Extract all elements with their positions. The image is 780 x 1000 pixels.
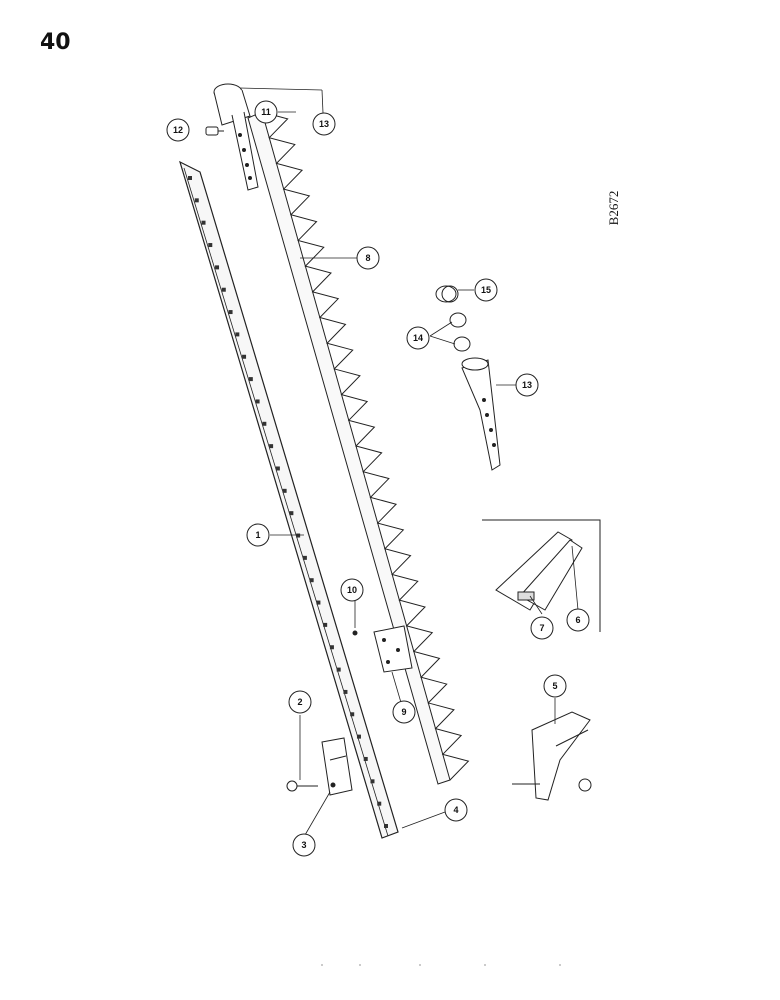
callout-5: 5	[543, 674, 567, 698]
bar-hole	[329, 645, 334, 650]
bar-hole	[194, 198, 199, 203]
bar-hole	[377, 801, 382, 806]
bar-hole	[201, 220, 206, 225]
knife-head-assembly	[213, 83, 259, 191]
svg-text:13: 13	[319, 119, 329, 129]
svg-text:8: 8	[365, 253, 370, 263]
bar-hole	[343, 689, 348, 694]
bar-hole	[255, 399, 260, 404]
callout-8: 8	[356, 246, 380, 270]
callout-7: 7	[530, 616, 554, 640]
svg-text:6: 6	[575, 615, 580, 625]
bar-hole	[282, 488, 287, 493]
bar-hole	[248, 377, 253, 382]
svg-text:2: 2	[297, 697, 302, 707]
page-specks	[321, 964, 561, 966]
svg-text:5: 5	[552, 681, 557, 691]
bar-hole	[370, 779, 375, 784]
bar-hole	[323, 622, 328, 627]
wear-plate	[373, 625, 413, 673]
bar-hole	[316, 600, 321, 605]
inset-frame	[482, 519, 601, 632]
cutter-bar	[179, 160, 399, 839]
bar-hole	[228, 310, 233, 315]
bar-hole	[356, 734, 361, 739]
callout-2: 2	[288, 690, 312, 714]
bar-hole	[262, 421, 267, 426]
svg-text:3: 3	[301, 840, 306, 850]
callout-11: 11	[254, 100, 278, 124]
callout-10: 10	[340, 578, 364, 602]
page-number: 40	[40, 30, 71, 55]
hold-down-clip	[321, 737, 353, 796]
callout-14: 14	[406, 326, 430, 350]
bar-hole	[208, 243, 213, 248]
svg-text:7: 7	[539, 623, 544, 633]
callout-15: 15	[474, 278, 498, 302]
callout-3: 3	[292, 833, 316, 857]
bar-hole	[309, 578, 314, 583]
bar-hole	[336, 667, 341, 672]
svg-text:11: 11	[261, 107, 271, 117]
callout-1: 1	[246, 523, 270, 547]
bar-hole	[363, 756, 368, 761]
bar-hole	[296, 533, 301, 538]
bar-hole	[302, 555, 307, 560]
pitman-parts	[435, 285, 501, 471]
svg-text:15: 15	[481, 285, 491, 295]
leader-lines	[239, 87, 579, 836]
svg-text:12: 12	[173, 125, 183, 135]
bar-hole	[289, 511, 294, 516]
svg-text:10: 10	[347, 585, 357, 595]
bar-hole	[188, 176, 192, 180]
bolt-12	[205, 126, 224, 136]
rivet-10	[352, 630, 358, 636]
callout-13-pitman: 13	[515, 373, 539, 397]
bar-hole	[384, 824, 388, 828]
guard-5	[512, 711, 592, 801]
callout-6: 6	[566, 608, 590, 632]
guard-assembly-inset	[495, 531, 583, 611]
bar-hole	[221, 287, 226, 292]
bar-hole	[242, 354, 247, 359]
svg-text:4: 4	[453, 805, 458, 815]
svg-text:13: 13	[522, 380, 532, 390]
svg-text:1: 1	[255, 530, 260, 540]
svg-text:14: 14	[413, 333, 423, 343]
bar-hole	[235, 332, 240, 337]
bar-hole	[215, 265, 220, 270]
bar-hole	[350, 712, 355, 717]
svg-text:9: 9	[401, 707, 406, 717]
bolt-2	[286, 780, 318, 792]
callout-12: 12	[166, 118, 190, 142]
callout-9: 9	[392, 700, 416, 724]
bar-hole	[275, 466, 280, 471]
callout-13-top: 13	[312, 112, 336, 136]
callout-4: 4	[444, 798, 468, 822]
bar-hole	[269, 444, 274, 449]
